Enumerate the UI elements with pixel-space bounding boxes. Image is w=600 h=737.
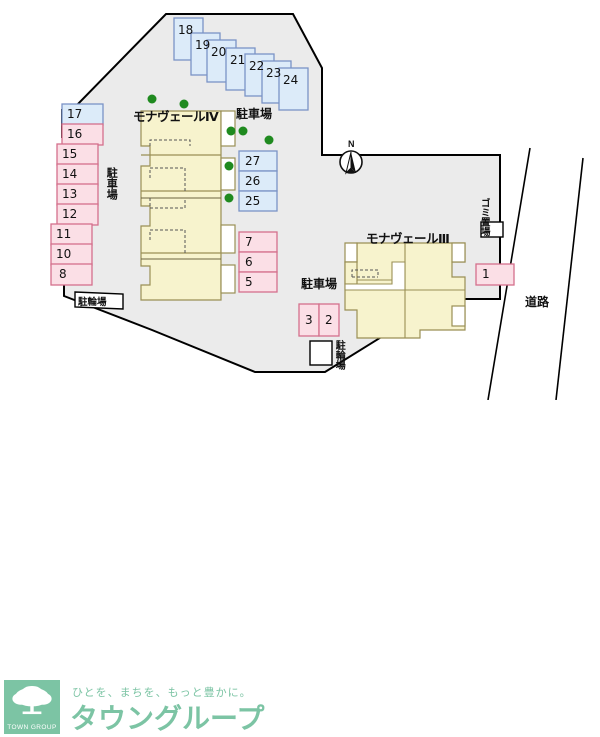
stall-number-21[interactable]: 21 xyxy=(230,53,246,67)
bicycle-label-left: 駐輪場 xyxy=(78,297,107,308)
stall-number-3[interactable]: 3 xyxy=(305,313,313,327)
stall-number-17[interactable]: 17 xyxy=(67,107,83,121)
stall-number-16[interactable]: 16 xyxy=(67,127,83,141)
bicycle-parking-box-bottom xyxy=(309,340,333,366)
parking-stalls-mid-column xyxy=(238,231,278,293)
building-mona-vert-3 xyxy=(344,242,466,339)
stall-number-11[interactable]: 11 xyxy=(56,227,72,241)
parking-stalls-left-column xyxy=(50,103,104,286)
parking-stalls-center-column xyxy=(238,150,278,212)
stall-number-8[interactable]: 8 xyxy=(59,267,67,281)
stall-number-24[interactable]: 24 xyxy=(283,73,299,87)
building-label-mona-vert-3: モナヴェールⅢ xyxy=(366,231,450,246)
stall-number-20[interactable]: 20 xyxy=(211,45,227,59)
bicycle-parking-box-left xyxy=(74,291,124,310)
stall-number-2[interactable]: 2 xyxy=(325,313,333,327)
stall-number-19[interactable]: 19 xyxy=(195,38,211,52)
stall-number-6[interactable]: 6 xyxy=(245,255,253,269)
parking-label-left: 駐車場 xyxy=(105,167,119,200)
stall-number-27[interactable]: 27 xyxy=(245,154,261,168)
stall-number-5[interactable]: 5 xyxy=(245,275,253,289)
parking-label-top: 駐車場 xyxy=(236,107,273,121)
bicycle-label-bottom: 駐輪場 xyxy=(333,340,345,370)
parking-stalls-top-row xyxy=(173,17,309,111)
stall-number-12[interactable]: 12 xyxy=(62,207,78,221)
stall-number-23[interactable]: 23 xyxy=(266,66,282,80)
stall-number-10[interactable]: 10 xyxy=(56,247,72,261)
stall-number-13[interactable]: 13 xyxy=(62,187,78,201)
north-label: N xyxy=(348,139,355,149)
stall-number-22[interactable]: 22 xyxy=(249,59,265,73)
road-label: 道路 xyxy=(525,295,550,309)
stall-number-15[interactable]: 15 xyxy=(62,147,78,161)
brand-name: タウングループ xyxy=(70,702,265,735)
garbage-label: ゴミ置場 xyxy=(478,198,490,236)
town-group-mark-text: TOWN GROUP xyxy=(7,724,57,731)
garbage-area-box xyxy=(480,221,504,238)
building-mona-vert-4 xyxy=(140,110,236,301)
parking-stalls-bottom-pair xyxy=(298,303,340,337)
stall-number-1[interactable]: 1 xyxy=(482,267,490,281)
tree-icon xyxy=(12,685,52,715)
stall-number-7[interactable]: 7 xyxy=(245,235,253,249)
footer-branding: TOWN GROUP ひとを、まちを、もっと豊かに。 タウングループ xyxy=(0,337,600,735)
tree-dots xyxy=(147,94,274,203)
stall-number-25[interactable]: 25 xyxy=(245,194,261,208)
stall-number-18[interactable]: 18 xyxy=(178,23,194,37)
road-edge-right xyxy=(555,157,584,400)
site-plan-map xyxy=(50,13,584,400)
north-arrow-icon xyxy=(339,150,363,175)
stall-number-26[interactable]: 26 xyxy=(245,174,261,188)
stall-number-14[interactable]: 14 xyxy=(62,167,78,181)
town-group-logo: TOWN GROUP xyxy=(4,680,60,734)
building-label-mona-vert-4: モナヴェールⅣ xyxy=(133,109,219,124)
parking-label-bottom: 駐車場 xyxy=(301,277,338,291)
parking-stall-right-single xyxy=(475,263,515,286)
site-plan-screenshot: 18 19 20 21 22 23 24 17 16 15 14 13 12 1… xyxy=(0,13,600,735)
